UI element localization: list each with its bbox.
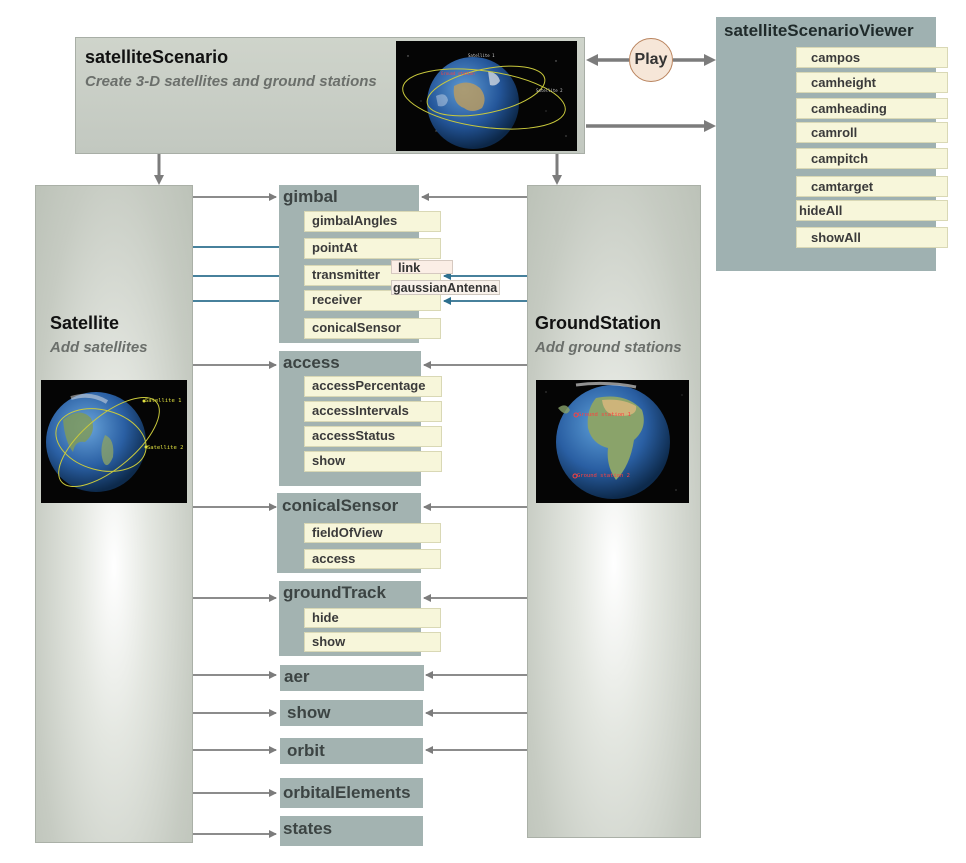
access-method-accessstatus[interactable]: accessStatus (304, 426, 442, 447)
show-title: show (287, 703, 331, 722)
scenario-subtitle: Create 3-D satellites and ground station… (85, 73, 377, 90)
viewer-title: satelliteScenarioViewer (724, 21, 914, 40)
gimbal-method-conicalsensor[interactable]: conicalSensor (304, 318, 441, 339)
scenario-satellite-arrowhead (154, 175, 164, 185)
groundstation-globe-image: Ground station 1 Ground station 2 (536, 380, 689, 503)
conicalsensor-method-fieldofview[interactable]: fieldOfView (304, 523, 441, 543)
states-block[interactable]: states (280, 816, 423, 846)
viewer-method-hideall[interactable]: hideAll (796, 200, 948, 221)
groundtrack-title[interactable]: groundTrack (283, 583, 386, 602)
viewer-method-camheight[interactable]: camheight (796, 72, 948, 93)
access-method-accessintervals[interactable]: accessIntervals (304, 401, 442, 422)
groundstation-panel (527, 185, 701, 838)
viewer-method-campitch[interactable]: campitch (796, 148, 948, 169)
gimbal-method-receiver[interactable]: receiver (304, 290, 441, 311)
viewer-method-camheading[interactable]: camheading (796, 98, 948, 119)
show-block[interactable]: show (280, 700, 423, 726)
aer-title: aer (284, 667, 310, 686)
groundstation-title: GroundStation (535, 313, 661, 333)
scenario-title: satelliteScenario (85, 47, 229, 67)
play-label: Play (634, 51, 668, 68)
play-button[interactable]: Play (629, 38, 673, 82)
satellite-globe-image: Satellite 1 Satellite 2 (41, 380, 187, 503)
svg-text:Satellite 1: Satellite 1 (468, 53, 495, 58)
orbitalelements-title: orbitalElements (283, 783, 411, 802)
scenario-viewer-arrowhead (704, 120, 716, 132)
orbitalelements-block[interactable]: orbitalElements (280, 778, 423, 808)
viewer-method-showall[interactable]: showAll (796, 227, 948, 248)
satellite-2-label: Satellite 2 (147, 445, 183, 451)
scenario-globe-graphic: Satellite 1 Ground station Satellite 2 (396, 41, 577, 151)
gimbal-method-pointat[interactable]: pointAt (304, 238, 441, 259)
orbit-block[interactable]: orbit (280, 738, 423, 764)
groundtrack-method-show[interactable]: show (304, 632, 441, 652)
conicalsensor-title[interactable]: conicalSensor (282, 496, 399, 515)
scenario-globe-image: Satellite 1 Ground station Satellite 2 (396, 41, 577, 151)
satellite-subtitle: Add satellites (50, 339, 148, 356)
play-viewer-arrowhead (704, 54, 716, 66)
satellite-panel (35, 185, 193, 843)
scenario-groundstation-arrowhead (552, 175, 562, 185)
viewer-method-camroll[interactable]: camroll (796, 122, 948, 143)
access-method-accesspercentage[interactable]: accessPercentage (304, 376, 442, 397)
groundstation-2-label: Ground station 2 (577, 473, 630, 479)
svg-text:Satellite 2: Satellite 2 (536, 88, 563, 93)
groundstation-globe-graphic: Ground station 1 Ground station 2 (536, 380, 689, 503)
viewer-method-campos[interactable]: campos (796, 47, 948, 68)
groundtrack-method-hide[interactable]: hide (304, 608, 441, 628)
satellite-globe-graphic: Satellite 1 Satellite 2 (41, 380, 187, 503)
aer-block[interactable]: aer (280, 665, 424, 691)
svg-text:Ground station: Ground station (441, 71, 475, 76)
gimbal-title[interactable]: gimbal (283, 187, 338, 206)
viewer-method-camtarget[interactable]: camtarget (796, 176, 948, 197)
access-method-show[interactable]: show (304, 451, 442, 472)
conicalsensor-method-access[interactable]: access (304, 549, 441, 569)
states-title: states (283, 819, 333, 838)
groundstation-1-label: Ground station 1 (578, 412, 631, 418)
gaussian-antenna-method[interactable]: gaussianAntenna (391, 280, 500, 295)
satellite-title: Satellite (50, 313, 120, 333)
scenario-play-arrowhead (586, 54, 598, 66)
access-title[interactable]: access (283, 353, 340, 372)
groundstation-subtitle: Add ground stations (535, 339, 682, 356)
gimbal-method-gimbalangles[interactable]: gimbalAngles (304, 211, 441, 232)
orbit-title: orbit (287, 741, 325, 760)
link-method[interactable]: link (391, 260, 453, 275)
satellite-1-label: Satellite 1 (145, 398, 181, 404)
